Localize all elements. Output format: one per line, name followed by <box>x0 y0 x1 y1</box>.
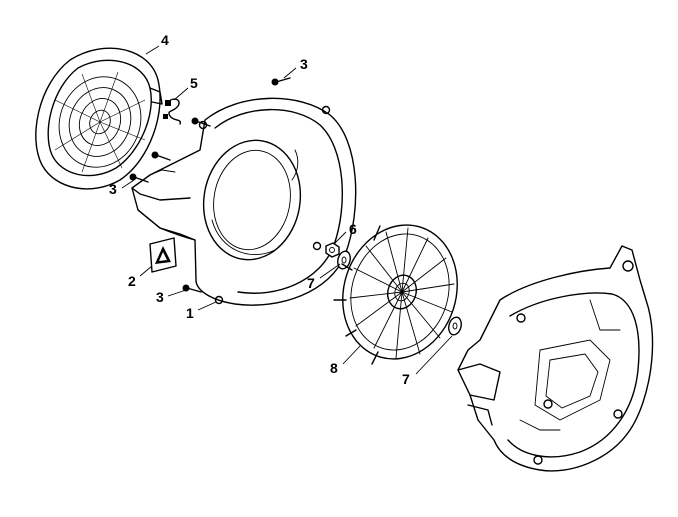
callout-3-bottom: 3 <box>156 289 164 305</box>
screw-3-mid-left <box>151 151 171 161</box>
spring-clip <box>163 98 181 125</box>
washer-upper <box>337 250 351 270</box>
callout-4: 4 <box>161 32 169 48</box>
leader-lines <box>121 45 453 375</box>
callout-5: 5 <box>190 75 198 91</box>
fan-housing-shroud <box>131 97 357 306</box>
nut <box>325 242 340 258</box>
callout-8: 8 <box>330 360 338 376</box>
callout-1: 1 <box>186 305 194 321</box>
screw-3-bottom <box>182 284 202 293</box>
warning-label <box>149 237 177 273</box>
fan-impeller <box>333 224 458 365</box>
engine-back-housing <box>457 245 654 472</box>
callout-7-upper: 7 <box>307 275 315 291</box>
screw-3-top <box>271 77 291 86</box>
callout-3-left: 3 <box>109 181 117 197</box>
intake-screen-cover <box>35 47 163 190</box>
screw-3-upper-left <box>191 117 211 127</box>
callout-7-lower: 7 <box>402 371 410 387</box>
washer-lower <box>448 316 462 336</box>
callout-2: 2 <box>128 273 136 289</box>
callout-6: 6 <box>349 221 357 237</box>
callout-3-top: 3 <box>300 56 308 72</box>
screw-3-left <box>129 173 149 183</box>
